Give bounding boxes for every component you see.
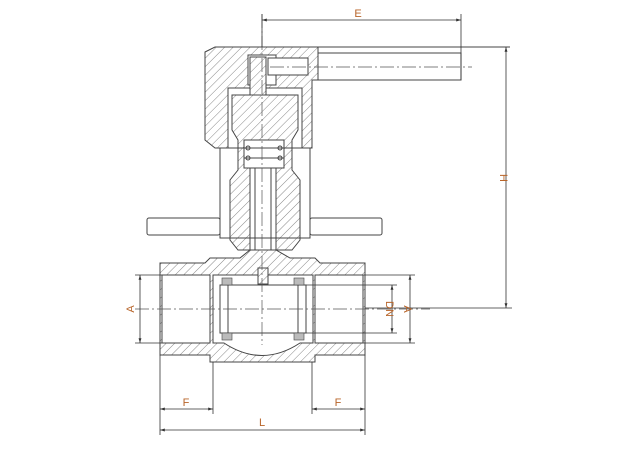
dimension-H: H — [365, 47, 512, 309]
dimension-DN: DN — [306, 284, 397, 334]
label-A-left: A — [125, 305, 137, 313]
stem-housing — [219, 94, 311, 274]
handle-lever — [267, 46, 510, 81]
dimension-F-right: F — [311, 355, 366, 435]
label-H: H — [497, 174, 509, 182]
dimension-E: E — [261, 8, 462, 80]
dimension-A-right: A — [363, 274, 415, 344]
label-F-right: F — [335, 397, 342, 409]
label-L: L — [259, 417, 265, 429]
label-F-left: F — [183, 397, 190, 409]
dimension-A-left: A — [125, 274, 162, 344]
label-E: E — [354, 8, 361, 20]
valve-body — [159, 249, 366, 363]
wing-left — [146, 217, 221, 236]
dimension-L: L — [160, 417, 365, 432]
label-DN: DN — [383, 301, 395, 317]
wing-right — [309, 217, 383, 236]
dimension-F-left: F — [159, 355, 214, 435]
label-A-right: A — [401, 305, 413, 313]
